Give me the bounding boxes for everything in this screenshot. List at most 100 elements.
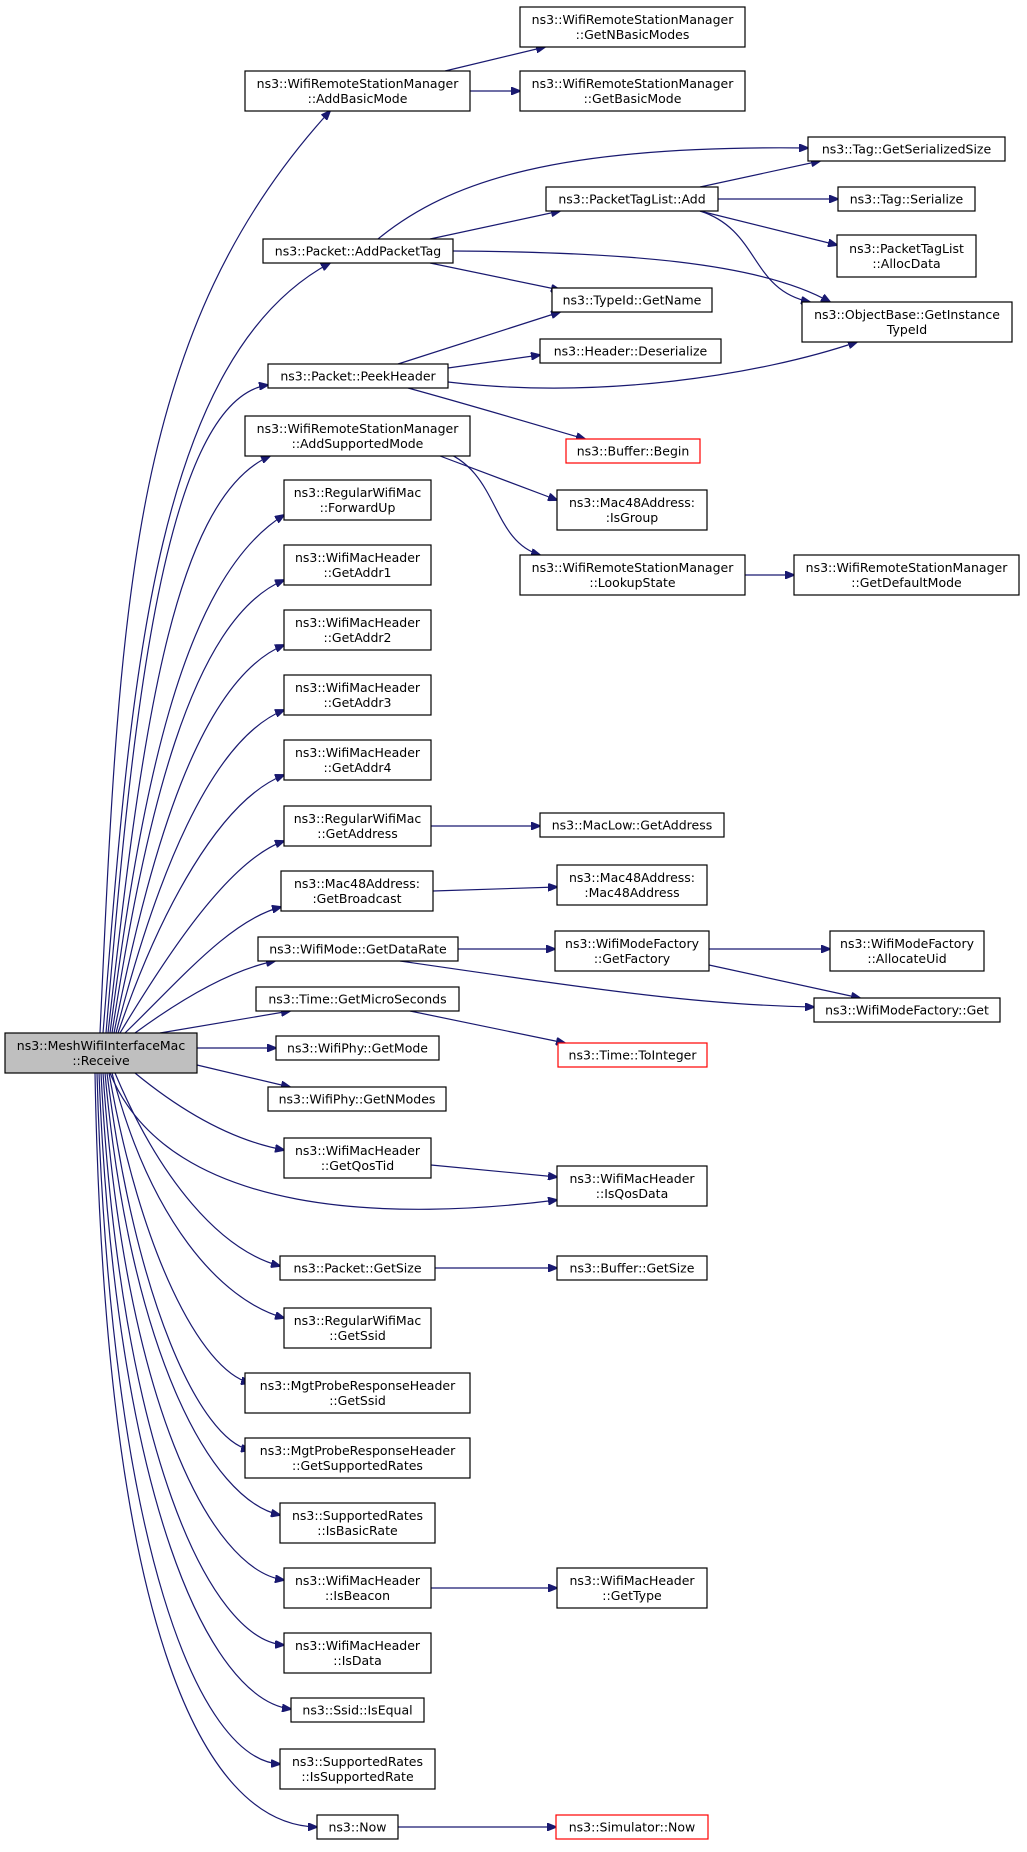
node-wmh-isqos[interactable]: ns3::WifiMacHeader::IsQosData <box>556 1165 708 1207</box>
node-root[interactable]: ns3::MeshWifiInterfaceMac::Receive <box>4 1032 198 1074</box>
node-sim-now[interactable]: ns3::Simulator::Now <box>555 1814 709 1840</box>
node-box[interactable] <box>813 997 1001 1023</box>
node-time-toint[interactable]: ns3::Time::ToInteger <box>557 1042 708 1068</box>
node-box[interactable] <box>4 1032 198 1074</box>
node-box[interactable] <box>283 1632 432 1674</box>
node-wmf-get[interactable]: ns3::WifiModeFactory::Get <box>813 997 1001 1023</box>
node-maclow-getaddr[interactable]: ns3::MacLow::GetAddress <box>539 812 725 838</box>
node-ns3-now[interactable]: ns3::Now <box>316 1814 399 1840</box>
node-box[interactable] <box>255 986 460 1012</box>
node-pkt-peek[interactable]: ns3::Packet::PeekHeader <box>267 363 449 389</box>
node-wrsm-getnbasic[interactable]: ns3::WifiRemoteStationManager::GetNBasic… <box>519 6 746 48</box>
node-hdr-deser[interactable]: ns3::Header::Deserialize <box>539 338 722 364</box>
node-wm-getrate[interactable]: ns3::WifiMode::GetDataRate <box>257 936 459 962</box>
node-wrsm-addsupp[interactable]: ns3::WifiRemoteStationManager::AddSuppor… <box>244 415 471 457</box>
node-wmf-getfactory[interactable]: ns3::WifiModeFactory::GetFactory <box>554 930 710 972</box>
node-wrsm-getdefault[interactable]: ns3::WifiRemoteStationManager::GetDefaul… <box>793 554 1020 596</box>
node-box[interactable] <box>244 70 471 112</box>
node-ptl-add[interactable]: ns3::PacketTagList::Add <box>545 186 719 212</box>
node-mprh-getssid[interactable]: ns3::MgtProbeResponseHeader::GetSsid <box>244 1372 471 1414</box>
node-box[interactable] <box>290 1697 425 1723</box>
node-mac48-getbc[interactable]: ns3::Mac48Address::GetBroadcast <box>280 870 434 912</box>
node-box[interactable] <box>519 70 746 112</box>
node-box[interactable] <box>267 363 449 389</box>
node-rwm-getssid[interactable]: ns3::RegularWifiMac::GetSsid <box>283 1307 432 1349</box>
node-buf-begin[interactable]: ns3::Buffer::Begin <box>565 438 701 464</box>
node-wmh-gettype[interactable]: ns3::WifiMacHeader::GetType <box>556 1567 708 1609</box>
node-wmh-isdata[interactable]: ns3::WifiMacHeader::IsData <box>283 1632 432 1674</box>
node-box[interactable] <box>793 554 1020 596</box>
node-wmf-alloc[interactable]: ns3::WifiModeFactory::AllocateUid <box>829 930 985 972</box>
node-ssid-isequal[interactable]: ns3::Ssid::IsEqual <box>290 1697 425 1723</box>
node-box[interactable] <box>556 489 708 531</box>
node-wrsm-getbasic[interactable]: ns3::WifiRemoteStationManager::GetBasicM… <box>519 70 746 112</box>
node-time-micro[interactable]: ns3::Time::GetMicroSeconds <box>255 986 460 1012</box>
node-box[interactable] <box>551 287 713 313</box>
node-phy-getmode[interactable]: ns3::WifiPhy::GetMode <box>275 1035 440 1061</box>
node-box[interactable] <box>262 238 454 264</box>
node-box[interactable] <box>244 415 471 457</box>
node-box[interactable] <box>829 930 985 972</box>
node-sr-isbasic[interactable]: ns3::SupportedRates::IsBasicRate <box>279 1502 436 1544</box>
node-box[interactable] <box>557 1042 708 1068</box>
node-wrsm-addbasic[interactable]: ns3::WifiRemoteStationManager::AddBasicM… <box>244 70 471 112</box>
node-box[interactable] <box>279 1748 436 1790</box>
node-box[interactable] <box>244 1437 471 1479</box>
node-buf-getsize[interactable]: ns3::Buffer::GetSize <box>556 1255 708 1281</box>
node-box[interactable] <box>279 1255 436 1281</box>
node-sr-issupp[interactable]: ns3::SupportedRates::IsSupportedRate <box>279 1748 436 1790</box>
node-wmh-qostid[interactable]: ns3::WifiMacHeader::GetQosTid <box>283 1137 432 1179</box>
node-phy-getnmodes[interactable]: ns3::WifiPhy::GetNModes <box>267 1086 447 1112</box>
node-box[interactable] <box>545 186 719 212</box>
node-wmh-addr3[interactable]: ns3::WifiMacHeader::GetAddr3 <box>283 674 432 716</box>
node-box[interactable] <box>556 1255 708 1281</box>
node-box[interactable] <box>539 812 725 838</box>
node-wmh-addr1[interactable]: ns3::WifiMacHeader::GetAddr1 <box>283 544 432 586</box>
node-pkt-addtag[interactable]: ns3::Packet::AddPacketTag <box>262 238 454 264</box>
node-wmh-addr2[interactable]: ns3::WifiMacHeader::GetAddr2 <box>283 609 432 651</box>
node-box[interactable] <box>280 870 434 912</box>
node-tag-serialize[interactable]: ns3::Tag::Serialize <box>837 186 976 212</box>
node-box[interactable] <box>837 186 976 212</box>
node-box[interactable] <box>267 1086 447 1112</box>
node-typeid-getname[interactable]: ns3::TypeId::GetName <box>551 287 713 313</box>
node-box[interactable] <box>539 338 722 364</box>
node-box[interactable] <box>279 1502 436 1544</box>
node-box[interactable] <box>283 544 432 586</box>
node-box[interactable] <box>836 234 977 278</box>
node-rwm-getaddr[interactable]: ns3::RegularWifiMac::GetAddress <box>283 805 432 847</box>
node-box[interactable] <box>807 136 1006 162</box>
node-ptl-alloc[interactable]: ns3::PacketTagList::AllocData <box>836 234 977 278</box>
node-box[interactable] <box>556 864 708 906</box>
node-mac48-isgroup[interactable]: ns3::Mac48Address::IsGroup <box>556 489 708 531</box>
node-box[interactable] <box>257 936 459 962</box>
node-mac48-ctor[interactable]: ns3::Mac48Address::Mac48Address <box>556 864 708 906</box>
node-box[interactable] <box>283 1567 432 1609</box>
node-box[interactable] <box>556 1567 708 1609</box>
node-tag-getsize[interactable]: ns3::Tag::GetSerializedSize <box>807 136 1006 162</box>
node-mprh-getsupp[interactable]: ns3::MgtProbeResponseHeader::GetSupporte… <box>244 1437 471 1479</box>
node-box[interactable] <box>283 479 432 521</box>
node-wmh-isbeacon[interactable]: ns3::WifiMacHeader::IsBeacon <box>283 1567 432 1609</box>
node-box[interactable] <box>519 554 746 596</box>
node-box[interactable] <box>283 1137 432 1179</box>
node-box[interactable] <box>519 6 746 48</box>
node-box[interactable] <box>283 805 432 847</box>
node-box[interactable] <box>316 1814 399 1840</box>
node-box[interactable] <box>275 1035 440 1061</box>
node-box[interactable] <box>565 438 701 464</box>
node-box[interactable] <box>283 1307 432 1349</box>
node-box[interactable] <box>801 301 1013 343</box>
node-rwm-fwdup[interactable]: ns3::RegularWifiMac::ForwardUp <box>283 479 432 521</box>
node-box[interactable] <box>555 1814 709 1840</box>
node-pkt-getsize[interactable]: ns3::Packet::GetSize <box>279 1255 436 1281</box>
node-box[interactable] <box>283 739 432 781</box>
node-box[interactable] <box>283 609 432 651</box>
node-box[interactable] <box>554 930 710 972</box>
node-wrsm-lookup[interactable]: ns3::WifiRemoteStationManager::LookupSta… <box>519 554 746 596</box>
node-box[interactable] <box>283 674 432 716</box>
node-box[interactable] <box>556 1165 708 1207</box>
node-wmh-addr4[interactable]: ns3::WifiMacHeader::GetAddr4 <box>283 739 432 781</box>
node-box[interactable] <box>244 1372 471 1414</box>
